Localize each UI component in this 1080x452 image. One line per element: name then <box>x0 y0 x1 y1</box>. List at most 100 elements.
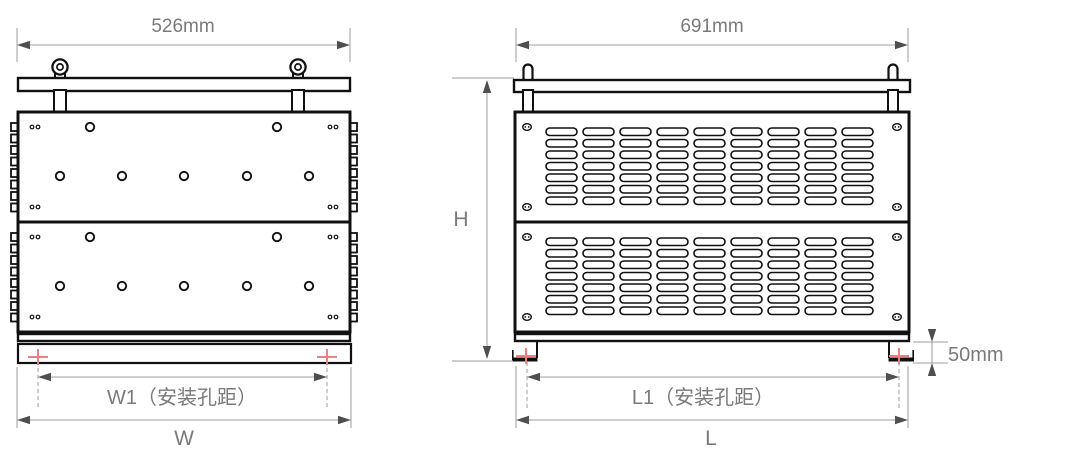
panel-hole <box>271 121 283 133</box>
vent-slot <box>730 150 763 160</box>
dim-691mm-arrow-left <box>516 40 529 50</box>
vent-slot <box>730 138 763 148</box>
vent-slot <box>619 271 652 281</box>
panel-hole <box>271 231 283 243</box>
vent-slot <box>619 138 652 148</box>
panel-hole-small <box>35 314 41 320</box>
panel-hole <box>54 170 66 182</box>
side-dimensions <box>452 28 948 428</box>
vent-slot <box>804 127 837 137</box>
panel-hole <box>303 280 315 292</box>
vent-slot <box>656 196 689 206</box>
vent-slot <box>804 237 837 247</box>
screw-dot <box>894 236 897 238</box>
vent-slot <box>656 161 689 171</box>
vent-slot <box>804 248 837 258</box>
vent-slot <box>804 294 837 304</box>
vent-slot <box>619 127 652 137</box>
vent-slot <box>730 127 763 137</box>
side-view <box>511 63 915 364</box>
vent-slot <box>693 271 726 281</box>
vent-slot <box>730 196 763 206</box>
vent-slot <box>619 306 652 316</box>
dim-l1-arrow-left <box>527 372 540 382</box>
vent-slot <box>545 237 578 247</box>
vent-slot <box>841 237 874 247</box>
panel-hole <box>241 280 253 292</box>
dim-526mm-arrow-left <box>17 40 30 50</box>
foot-base <box>512 357 538 362</box>
vent-slot <box>804 306 837 316</box>
vent-slot <box>582 138 615 148</box>
vent-slot <box>841 306 874 316</box>
vent-slot <box>693 184 726 194</box>
panel-hole-small <box>35 124 41 130</box>
corner-screw-icon <box>522 232 533 241</box>
screw-dot <box>527 126 530 128</box>
panel-hole-small <box>333 204 339 210</box>
vent-slot <box>767 150 800 160</box>
vent-slot <box>841 283 874 293</box>
panel-hole-small <box>35 204 41 210</box>
lifting-eye-loop <box>522 63 534 82</box>
screw-dot <box>524 316 527 318</box>
vent-slot <box>545 248 578 258</box>
vent-slot <box>841 260 874 270</box>
vent-slot <box>804 173 837 183</box>
corner-screw-icon <box>892 313 903 322</box>
side-mounting-hole-span-text: L1（安装孔距） <box>632 386 774 409</box>
vent-slot <box>767 237 800 247</box>
vent-slot <box>804 271 837 281</box>
front-mounting-hole-span-text: W1（安装孔距） <box>107 386 257 409</box>
vent-slot <box>767 271 800 281</box>
vent-slot <box>656 294 689 304</box>
vent-slot <box>545 173 578 183</box>
vent-slot <box>804 260 837 270</box>
panel-hole-small <box>35 234 41 240</box>
vent-slot <box>804 150 837 160</box>
vent-slot <box>582 150 615 160</box>
vent-slot <box>656 283 689 293</box>
vent-slot <box>730 161 763 171</box>
vent-slot <box>841 248 874 258</box>
panel-hole <box>303 170 315 182</box>
vent-slot <box>804 161 837 171</box>
vent-slot <box>693 260 726 270</box>
panel-hole-small <box>333 314 339 320</box>
vent-slot <box>693 196 726 206</box>
vent-slot <box>693 248 726 258</box>
dim-l-arrow-right <box>895 415 908 425</box>
vent-slot <box>730 237 763 247</box>
corner-screw-icon <box>892 202 903 211</box>
panel-hole <box>54 280 66 292</box>
panel-hole-small <box>333 234 339 240</box>
dim-w1-arrow-left <box>38 372 51 382</box>
vent-slot <box>693 173 726 183</box>
vent-slot <box>545 294 578 304</box>
vent-slot <box>619 237 652 247</box>
vent-slot <box>693 161 726 171</box>
vent-slot <box>545 127 578 137</box>
vent-slot <box>841 161 874 171</box>
vent-slot <box>545 260 578 270</box>
vent-slot <box>545 150 578 160</box>
eye-bolt-ring-inner <box>56 63 64 71</box>
top-mounting-plate <box>16 76 352 93</box>
vent-slot <box>619 173 652 183</box>
panel-hole <box>178 170 190 182</box>
screw-dot <box>524 236 527 238</box>
vent-slot <box>656 271 689 281</box>
vent-slot <box>730 271 763 281</box>
side-overall-height-text: H <box>453 208 468 231</box>
vent-slot <box>841 173 874 183</box>
vent-slot <box>730 173 763 183</box>
vent-slot <box>767 161 800 171</box>
vent-slot <box>804 184 837 194</box>
vent-slot <box>693 127 726 137</box>
screw-dot <box>894 316 897 318</box>
vent-slot <box>619 294 652 304</box>
side-foot-height-dimension-text: 50mm <box>948 344 1004 366</box>
vent-slot <box>545 283 578 293</box>
